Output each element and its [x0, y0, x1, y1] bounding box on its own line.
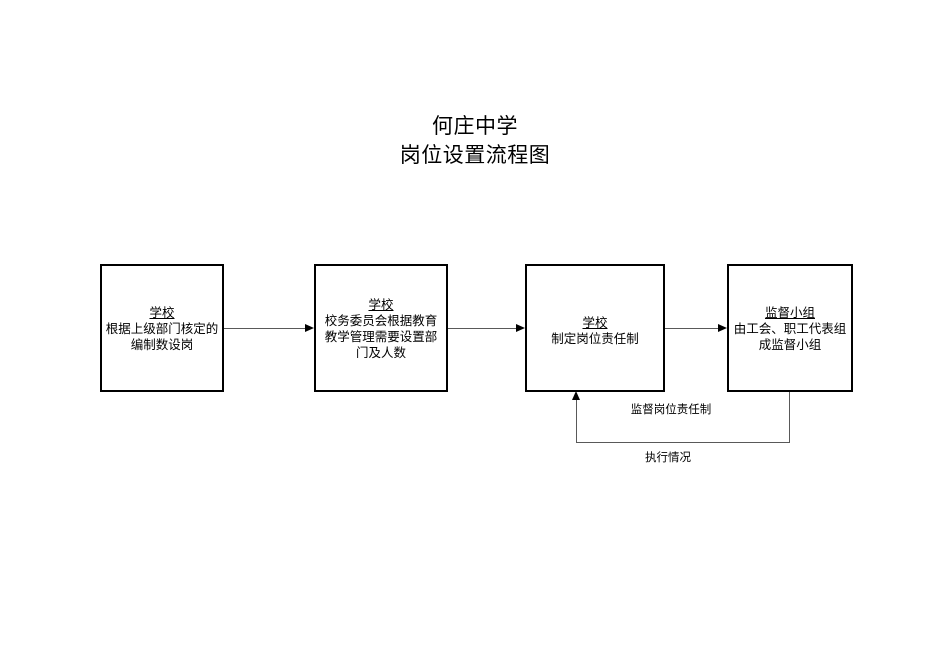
flow-node-heading: 监督小组	[764, 304, 815, 320]
arrow-head-right-icon	[718, 323, 727, 332]
connector-node3-to-node4	[665, 328, 719, 329]
page-title-line-2: 岗位设置流程图	[399, 144, 551, 167]
flow-node-content: 学校 校务委员会根据教育教学管理需要设置部门及人数	[316, 296, 446, 361]
flow-node-heading: 学校	[582, 314, 608, 330]
flow-node-body: 由工会、职工代表组成监督小组	[733, 320, 847, 352]
flow-node-school-staffing[interactable]: 学校 根据上级部门核定的编制数设岗	[100, 264, 224, 392]
feedback-label-supervise: 监督岗位责任制	[630, 402, 712, 416]
page-title: 何庄中学 岗位设置流程图	[0, 112, 950, 170]
connector-node2-to-node3	[448, 328, 517, 329]
flow-node-supervision-group[interactable]: 监督小组 由工会、职工代表组成监督小组	[727, 264, 853, 392]
feedback-line-horizontal	[576, 442, 790, 443]
arrow-head-up-icon	[571, 391, 580, 400]
flow-node-body: 制定岗位责任制	[551, 330, 639, 346]
connector-node1-to-node2	[224, 328, 306, 329]
flow-node-content: 监督小组 由工会、职工代表组成监督小组	[729, 304, 851, 353]
feedback-label-execution: 执行情况	[645, 450, 691, 464]
flow-node-body: 根据上级部门核定的编制数设岗	[105, 320, 219, 352]
flow-node-school-departments[interactable]: 学校 校务委员会根据教育教学管理需要设置部门及人数	[314, 264, 448, 392]
flow-node-content: 学校 根据上级部门核定的编制数设岗	[102, 304, 222, 353]
arrow-head-right-icon	[305, 323, 314, 332]
flow-node-heading: 学校	[149, 304, 175, 320]
feedback-line-vertical-right	[789, 392, 790, 442]
flow-node-content: 学校 制定岗位责任制	[527, 314, 663, 347]
feedback-line-vertical-left	[576, 400, 577, 442]
flow-node-heading: 学校	[368, 296, 394, 312]
arrow-head-right-icon	[516, 323, 525, 332]
flow-node-body: 校务委员会根据教育教学管理需要设置部门及人数	[324, 312, 438, 360]
flow-node-school-responsibility[interactable]: 学校 制定岗位责任制	[525, 264, 665, 392]
page-title-line-1: 何庄中学	[432, 115, 518, 138]
